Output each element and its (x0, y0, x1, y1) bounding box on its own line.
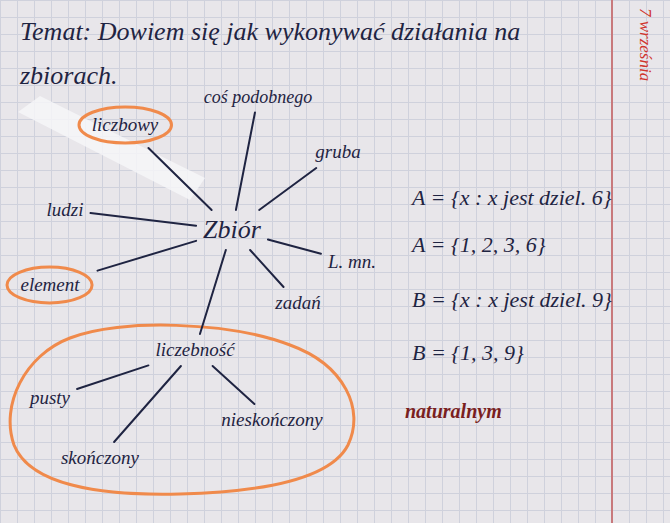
set-formula: B = {1, 3, 9} (412, 340, 524, 366)
map-word: nieskończony (217, 407, 326, 433)
map-word: ludzi (43, 197, 88, 223)
map-word: L. mn. (324, 249, 380, 275)
date-note: 7 września (635, 8, 655, 81)
node-text: skończony (61, 447, 139, 469)
node-text: Zbiór (203, 215, 261, 245)
set-formula: B = {x : x jest dziel. 9} (412, 287, 612, 313)
map-word: gruba (311, 139, 364, 165)
highlight-lasso (10, 325, 354, 494)
spoke-line (268, 240, 321, 254)
spoke-line (114, 366, 181, 442)
set-formula: A = {x : x jest dziel. 6} (412, 185, 611, 211)
node-text: coś podobnego (204, 87, 312, 108)
spoke-line (148, 148, 211, 210)
note-word: naturalnym (405, 400, 502, 423)
spoke-line (98, 241, 197, 271)
node-text: L. mn. (328, 251, 376, 273)
spoke-line (259, 168, 316, 210)
margin-line (611, 0, 613, 523)
node-text: element (20, 274, 79, 296)
set-formula: A = {1, 2, 3, 6} (412, 232, 545, 258)
map-word: skończony (57, 445, 143, 471)
map-word: zadań (271, 290, 324, 316)
spoke-line (213, 366, 255, 404)
map-word: Zbiór (199, 213, 265, 247)
spoke-line (236, 113, 255, 211)
node-text: pusty (30, 387, 70, 409)
node-text: nieskończony (221, 409, 322, 431)
map-word: pusty (26, 385, 74, 411)
circled-word: liczbowy (77, 105, 174, 145)
spoke-line (77, 365, 148, 389)
tape-strip (18, 96, 205, 200)
page-title: Temat: Dowiem się jak wykonywać działani… (20, 10, 560, 98)
oval-stroke (7, 267, 92, 303)
oval-stroke (79, 107, 172, 143)
spoke-line (90, 213, 196, 226)
map-word: coś podobnego (200, 85, 316, 110)
node-text: gruba (315, 141, 360, 163)
node-text: zadań (275, 292, 320, 314)
circled-word: element (5, 265, 94, 305)
map-word: liczebność (151, 337, 238, 363)
spoke-line (250, 250, 283, 287)
node-text: liczebność (155, 339, 234, 361)
spoke-line (200, 250, 226, 334)
node-text: ludzi (47, 199, 84, 221)
node-text: liczbowy (92, 114, 159, 136)
